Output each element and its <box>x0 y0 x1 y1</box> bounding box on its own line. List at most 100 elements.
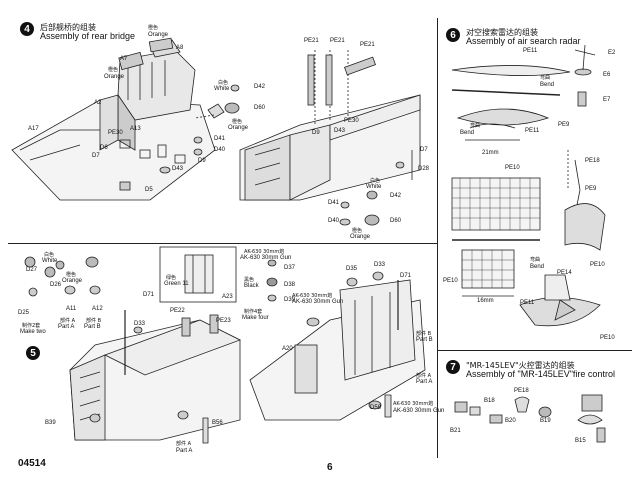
step4-left-hull-drawing <box>11 37 240 201</box>
label-d38: D38 <box>284 282 296 288</box>
label-pe21-b: PE21 <box>330 38 345 44</box>
label-ak630-2: AK-630 30mm Gun <box>292 299 344 305</box>
label-a8: A8 <box>176 45 184 51</box>
vertical-divider <box>437 18 438 458</box>
label-white: White <box>214 86 230 92</box>
label-pe10-a: PE10 <box>505 165 520 171</box>
step6-radar-drawing <box>451 44 606 327</box>
label-pe9-a: PE9 <box>558 122 570 128</box>
label-b39: B39 <box>45 420 56 426</box>
step5-inset-box <box>159 246 278 303</box>
label-b15: B15 <box>575 438 586 444</box>
label-dim-21: 21mm <box>482 150 499 156</box>
label-bend-b: Bend <box>460 130 475 136</box>
label-d25: D25 <box>18 310 30 316</box>
step5-small-parts-drawing <box>24 256 101 297</box>
horizontal-divider-right <box>437 350 632 351</box>
label-d33-r: D33 <box>374 262 386 268</box>
step-4-title-en: Assembly of rear bridge <box>40 31 136 41</box>
step-7-badge: 7 <box>446 360 460 374</box>
label-d42: D42 <box>254 84 266 90</box>
label-pe10-d: PE10 <box>600 335 615 341</box>
label-d6: D6 <box>100 145 108 151</box>
label-a2: A2 <box>94 100 102 106</box>
label-black: Black <box>244 283 259 289</box>
label-pe30-r: PE30 <box>344 118 359 124</box>
label-e6: E6 <box>603 72 611 78</box>
step-6-title-cn: 对空搜索雷达的组装 <box>466 28 538 37</box>
label-d5: D5 <box>145 187 153 193</box>
label-pe11-c: PE11 <box>520 300 535 306</box>
label-ak630-cn-2: AK-630 30mm炮 <box>292 293 333 299</box>
label-pe9-b: PE9 <box>585 186 597 192</box>
label-d60-r: D60 <box>390 218 402 224</box>
label-d7-r: D7 <box>420 147 428 153</box>
step7-parts-drawing <box>454 394 606 443</box>
label-white-cn-5: 白色 <box>44 252 55 258</box>
label-pe22: PE22 <box>170 308 185 314</box>
label-a7: A7 <box>120 56 128 62</box>
label-orange-cn-2: 橙色 <box>108 67 119 73</box>
label-ak630-cn-3: AK-630 30mm炮 <box>393 401 434 407</box>
label-part-b: Part B <box>84 324 101 330</box>
label-make-four-cn: 制作4套 <box>244 309 263 315</box>
label-d39: D39 <box>284 297 296 303</box>
label-bend-cn-a: 弯曲 <box>540 75 551 81</box>
label-d60: D60 <box>254 105 266 111</box>
label-orange-1: Orange <box>148 32 169 38</box>
label-part-a3-cn: 部件 A <box>416 373 432 379</box>
label-orange-2: Orange <box>104 74 125 80</box>
label-e7: E7 <box>603 97 611 103</box>
label-d58: D58 <box>370 405 382 411</box>
label-bend-c: Bend <box>530 264 545 270</box>
label-pe18: PE18 <box>585 158 600 164</box>
label-d35: D35 <box>346 266 358 272</box>
label-pe10-b: PE10 <box>590 262 605 268</box>
label-d9-r: D9 <box>312 130 320 136</box>
label-b18: B18 <box>484 398 495 404</box>
label-e2: E2 <box>608 50 616 56</box>
label-white-cn-r: 白色 <box>370 178 381 184</box>
label-orange-cn-5: 橙色 <box>66 272 77 278</box>
label-a12: A12 <box>92 306 103 312</box>
label-d7: D7 <box>92 153 100 159</box>
label-a23: A23 <box>222 294 233 300</box>
label-part-b2: Part B <box>416 337 433 343</box>
label-white-r: White <box>366 184 382 190</box>
label-make-two-cn: 制作2套 <box>22 323 41 329</box>
label-orange-r: Orange <box>350 234 371 240</box>
label-d42-r: D42 <box>390 193 402 199</box>
step-5-badge: 5 <box>26 346 40 360</box>
label-pe21-c: PE21 <box>360 42 375 48</box>
kit-number: 04514 <box>18 458 46 469</box>
label-pe23: PE23 <box>216 318 231 324</box>
label-d71-r: D71 <box>400 273 412 279</box>
step-6-title-en: Assembly of air search radar <box>466 36 581 46</box>
label-a17: A17 <box>28 126 39 132</box>
label-part-b-cn: 部件 B <box>86 318 102 324</box>
label-d43: D43 <box>172 166 184 172</box>
label-part-a2-cn: 部件 A <box>176 441 192 447</box>
label-pe11-a: PE11 <box>523 48 538 54</box>
label-d41: D41 <box>214 136 226 142</box>
label-black-cn: 黑色 <box>244 277 255 283</box>
label-green: Green 11 <box>164 281 189 287</box>
label-dim-16: 16mm <box>477 298 494 304</box>
label-a20: A20 <box>282 346 293 352</box>
label-d40-r: D40 <box>328 218 340 224</box>
step-4-badge: 4 <box>20 22 34 36</box>
page-number: 6 <box>327 462 333 473</box>
label-d26: D26 <box>50 282 62 288</box>
label-bend-cn-b: 弯曲 <box>470 123 481 129</box>
label-b20: B20 <box>505 418 516 424</box>
step-4-title-cn: 后部舰桥的组装 <box>40 23 96 32</box>
label-part-b2-cn: 部件 B <box>416 331 432 337</box>
label-pe10-c: PE10 <box>443 278 458 284</box>
label-a11: A11 <box>66 306 77 312</box>
label-d9: D9 <box>198 158 206 164</box>
label-pe21-a: PE21 <box>304 38 319 44</box>
label-bend-cn-c: 弯曲 <box>530 257 541 263</box>
label-make-four: Make four <box>242 315 269 321</box>
label-pe14: PE14 <box>557 270 572 276</box>
